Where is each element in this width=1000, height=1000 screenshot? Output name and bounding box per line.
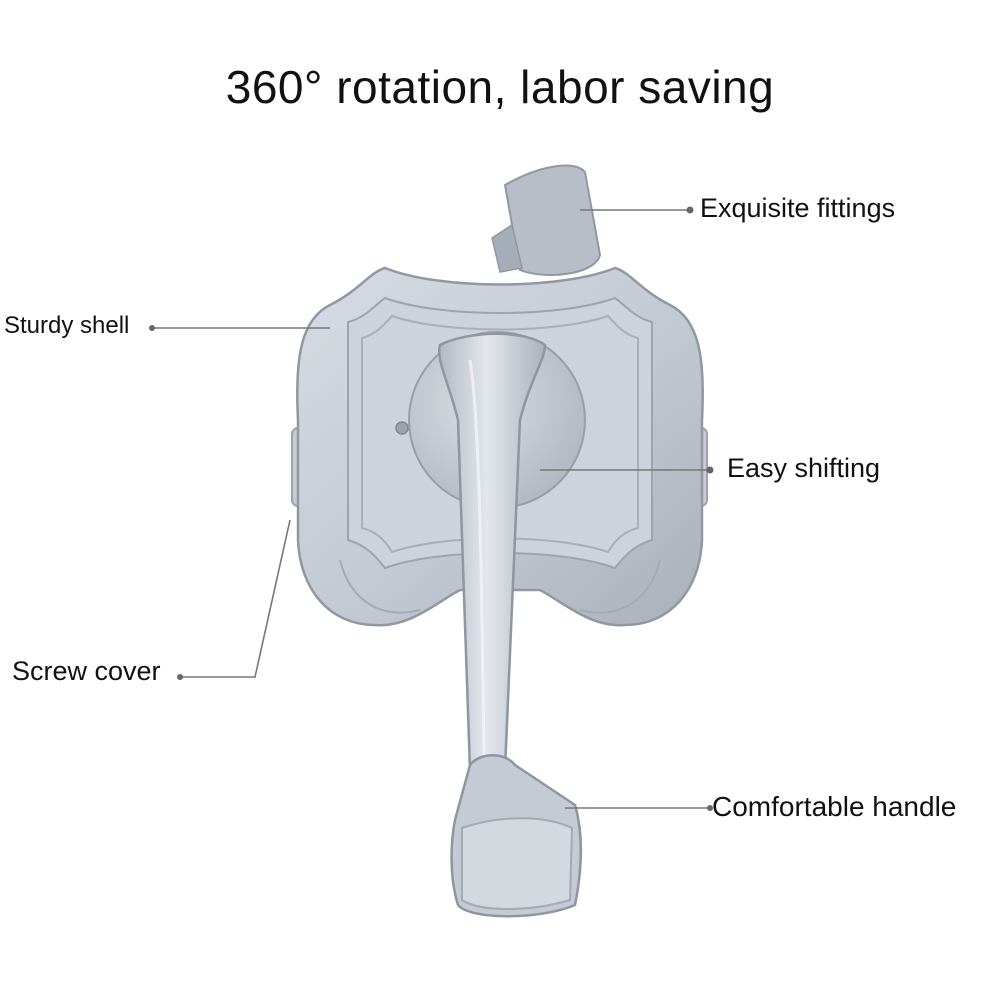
page-title: 360° rotation, labor saving xyxy=(225,61,775,113)
callout-screw-cover: Screw cover xyxy=(12,656,161,686)
leader-lines xyxy=(152,209,710,809)
callout-sturdy-shell: Sturdy shell xyxy=(4,312,130,339)
callout-easy-shifting: Easy shifting xyxy=(727,453,881,483)
handle-grip xyxy=(450,754,582,918)
top-fitting xyxy=(491,164,602,276)
callout-exquisite-fittings: Exquisite fittings xyxy=(700,193,896,223)
leader-dots xyxy=(149,206,714,811)
callout-comfortable-handle: Comfortable handle xyxy=(712,791,957,822)
leader-screw-cover xyxy=(180,519,291,678)
pin-icon xyxy=(395,421,409,435)
lever-handle xyxy=(437,332,547,772)
